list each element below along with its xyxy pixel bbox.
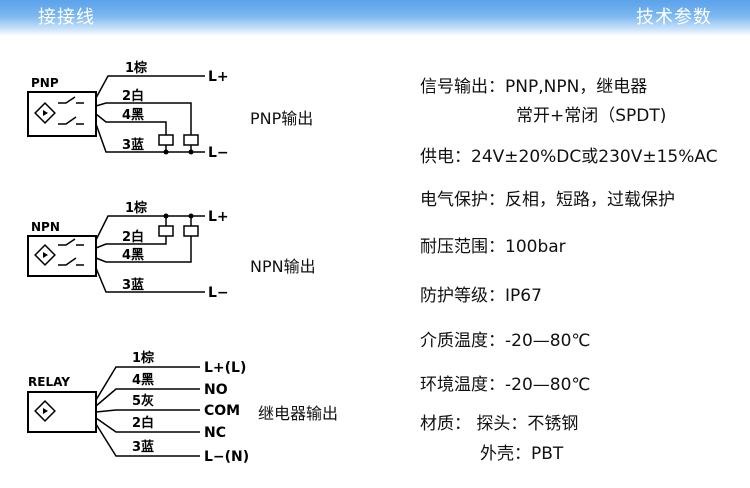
spec-ip-rating: 防护等级：IP67 bbox=[420, 286, 542, 306]
spec-pressure: 耐压范围：100bar bbox=[420, 237, 566, 257]
spec-medium-temp: 介质温度：-20—80℃ bbox=[420, 331, 591, 351]
relay-wire-label-4: 4黑 bbox=[132, 373, 154, 388]
spec-protection: 电气保护：反相，短路，过载保护 bbox=[420, 190, 675, 210]
pnp-diagram: PNP 1棕 2白 4黑 3蓝 L+ L− bbox=[27, 60, 229, 161]
relay-wire-label-5: 5灰 bbox=[132, 393, 154, 409]
relay-wire-label-1: 1棕 bbox=[132, 350, 154, 366]
pnp-wire-label-3: 3蓝 bbox=[122, 137, 144, 153]
relay-box-label: RELAY bbox=[28, 375, 70, 389]
npn-nc-switch bbox=[58, 257, 84, 266]
relay-wire-2 bbox=[95, 417, 200, 433]
pnp-load-1 bbox=[158, 134, 174, 146]
header-bar: 接接线 技术参数 bbox=[0, 0, 750, 36]
npn-load-2 bbox=[183, 225, 199, 237]
spec-material-line2: 外壳：PBT bbox=[480, 444, 564, 464]
npn-sensor-symbol bbox=[34, 244, 56, 266]
relay-output-label: 继电器输出 bbox=[258, 404, 339, 423]
spec-signal-output: 信号输出：PNP,NPN，继电器 bbox=[420, 77, 648, 97]
spec-material: 材质： 探头：不锈钢 bbox=[420, 414, 579, 434]
pnp-wire-3 bbox=[95, 123, 205, 153]
npn-wire-label-4: 4黑 bbox=[122, 248, 144, 263]
pnp-wire-label-4: 4黑 bbox=[122, 108, 144, 123]
npn-node-1 bbox=[163, 213, 169, 219]
npn-sensor-box bbox=[27, 235, 97, 277]
pnp-sensor-box bbox=[27, 91, 97, 137]
pnp-wire-label-1: 1棕 bbox=[125, 60, 147, 76]
tech-params-title: 技术参数 bbox=[636, 7, 712, 28]
npn-wire-4 bbox=[95, 236, 192, 263]
pnp-box-label: PNP bbox=[31, 76, 59, 90]
pnp-wire-1 bbox=[95, 75, 205, 99]
npn-sensor-arrow bbox=[43, 252, 48, 258]
relay-terminal-com: COM bbox=[204, 403, 240, 419]
relay-terminal-l: L+(L) bbox=[204, 360, 246, 376]
relay-wire-4 bbox=[95, 388, 200, 407]
npn-wire-3 bbox=[95, 267, 205, 293]
relay-wire-label-2: 2白 bbox=[132, 415, 154, 431]
relay-wire-1 bbox=[95, 366, 200, 401]
pnp-load-2 bbox=[183, 134, 199, 146]
npn-box-label: NPN bbox=[31, 220, 60, 234]
relay-sensor-arrow bbox=[43, 408, 48, 414]
pnp-sensor-arrow bbox=[43, 110, 48, 116]
spec-ambient-temp: 环境温度：-20—80℃ bbox=[420, 375, 591, 395]
pnp-wire-4 bbox=[95, 113, 167, 135]
npn-wire-label-3: 3蓝 bbox=[122, 277, 144, 293]
npn-wire-2 bbox=[95, 236, 167, 249]
relay-terminal-n: L−(N) bbox=[204, 449, 249, 465]
pnp-no-switch bbox=[58, 96, 84, 104]
relay-sensor-box bbox=[27, 391, 97, 433]
pnp-terminal-lplus: L+ bbox=[208, 69, 229, 85]
relay-wire-label-3: 3蓝 bbox=[132, 439, 154, 455]
npn-terminal-lplus: L+ bbox=[208, 209, 229, 225]
spec-signal-output-line2: 常开+常闭（SPDT) bbox=[516, 106, 667, 126]
wiring-title: 接接线 bbox=[38, 7, 95, 28]
npn-wire-label-2: 2白 bbox=[122, 229, 144, 245]
npn-load-1 bbox=[158, 225, 174, 237]
relay-wire-3 bbox=[95, 423, 200, 457]
npn-load-links bbox=[165, 216, 192, 226]
relay-terminal-nc: NC bbox=[204, 425, 226, 441]
pnp-node-1 bbox=[163, 149, 169, 155]
pnp-wire-label-2: 2白 bbox=[122, 88, 144, 104]
pnp-terminal-lminus: L− bbox=[208, 145, 229, 161]
relay-wire-5 bbox=[95, 409, 200, 413]
npn-no-switch bbox=[58, 238, 84, 246]
pnp-output-label: PNP输出 bbox=[250, 109, 314, 128]
pnp-load-links bbox=[165, 145, 192, 152]
relay-sensor-symbol bbox=[34, 400, 56, 422]
relay-terminal-no: NO bbox=[204, 382, 228, 398]
pnp-node-2 bbox=[188, 149, 194, 155]
pnp-wire-2 bbox=[95, 102, 192, 135]
pnp-nc-switch bbox=[58, 116, 84, 125]
relay-diagram: RELAY 1棕 4黑 5灰 2白 3蓝 L+(L) NO COM NC L−(… bbox=[27, 350, 249, 465]
pnp-sensor-symbol bbox=[34, 102, 56, 124]
spec-power: 供电：24V±20%DC或230V±15%AC bbox=[420, 147, 718, 167]
npn-output-label: NPN输出 bbox=[250, 257, 316, 276]
npn-terminal-lminus: L− bbox=[208, 285, 229, 301]
npn-wire-1 bbox=[95, 215, 205, 241]
npn-node-2 bbox=[188, 213, 194, 219]
npn-wire-label-1: 1棕 bbox=[125, 200, 147, 216]
npn-diagram: NPN 1棕 2白 4黑 3蓝 L+ L− bbox=[27, 200, 229, 301]
